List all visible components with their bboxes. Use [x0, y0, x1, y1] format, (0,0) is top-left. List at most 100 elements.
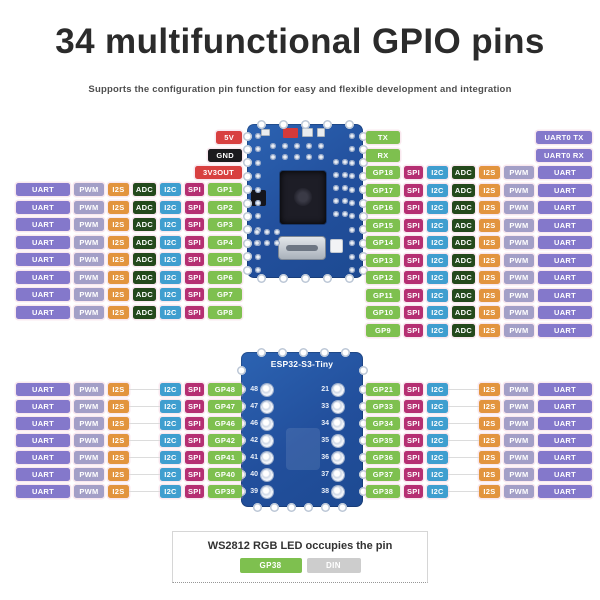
- castellation-pad: [320, 502, 330, 512]
- gpio-pin-chip: GP21: [366, 383, 400, 396]
- through-hole: [294, 143, 300, 149]
- gpio-pin-chip: GP1: [208, 183, 242, 196]
- func-chip-uart: UART: [538, 417, 592, 430]
- through-hole: [255, 159, 261, 166]
- func-chip-pwm: PWM: [74, 200, 104, 214]
- func-chip-pwm: PWM: [504, 451, 534, 464]
- through-hole: [342, 198, 348, 204]
- func-chip-adc: ADC: [133, 305, 156, 319]
- castellation-pad: [358, 453, 368, 462]
- gpio-pin-chip: GP36: [366, 451, 400, 464]
- pad-row: 40: [246, 468, 273, 481]
- func-chip-uart: UART: [538, 218, 592, 232]
- top-right-uart-pins: TX UART0 TX RX UART0 RX: [366, 131, 592, 162]
- func-chip-uart: UART: [16, 417, 70, 430]
- gpio-pin-chip: GP17: [366, 183, 400, 197]
- gpio-pin-chip: GP42: [208, 434, 242, 447]
- pad-row: 42: [246, 434, 273, 447]
- func-chip-i2c: I2C: [427, 218, 448, 232]
- smd-component: [302, 128, 313, 137]
- pad-number: 21: [321, 386, 329, 393]
- pad-number: 48: [250, 386, 258, 393]
- castellation-pad: [256, 273, 266, 283]
- castellation-pad: [344, 119, 354, 129]
- func-chip-i2c: I2C: [160, 485, 181, 498]
- through-hole: [349, 173, 355, 180]
- func-chip-i2c: I2C: [160, 451, 181, 464]
- solder-pad: [332, 434, 344, 447]
- func-chip-i2s: I2S: [108, 468, 129, 481]
- logo-watermark: [286, 428, 320, 470]
- func-chip-uart: UART: [16, 270, 70, 284]
- through-hole: [349, 146, 355, 153]
- gpio-pin-chip: GP13: [366, 253, 400, 267]
- func-chip-i2s: I2S: [479, 434, 500, 447]
- castellation-pad: [242, 158, 252, 168]
- func-chip-spi: SPI: [404, 485, 423, 498]
- pad-number: 37: [321, 471, 329, 478]
- castellation-pad: [358, 225, 368, 235]
- gpio-pin-chip: GP5: [208, 253, 242, 266]
- func-chip-spi: SPI: [404, 400, 423, 413]
- ws2812-note-box: WS2812 RGB LED occupies the pin GP38 DIN: [172, 531, 428, 583]
- through-hole: [282, 154, 288, 160]
- func-chip-i2c: I2C: [160, 305, 181, 319]
- func-chip-pwm: PWM: [504, 468, 534, 481]
- func-chip-i2s: I2S: [479, 236, 500, 249]
- func-chip-adc: ADC: [133, 270, 156, 284]
- through-hole: [349, 133, 355, 139]
- through-hole: [333, 198, 339, 204]
- row-gap-connector: [448, 468, 479, 481]
- castellation-pad: [300, 119, 310, 129]
- through-hole: [349, 200, 355, 206]
- castellation-pad: [322, 273, 332, 283]
- func-chip-i2c: I2C: [160, 400, 181, 413]
- solder-pad: [261, 400, 273, 413]
- func-chip-i2c: I2C: [160, 183, 181, 196]
- func-chip-pwm: PWM: [504, 485, 534, 498]
- row-gap-connector: [448, 400, 479, 413]
- through-hole: [349, 159, 355, 166]
- gpio-pin-chip: GP4: [208, 235, 242, 249]
- func-chip-adc: ADC: [452, 201, 475, 214]
- through-hole: [342, 159, 348, 165]
- gpio-pin-chip: GP34: [366, 417, 400, 430]
- func-chip-spi: SPI: [404, 271, 423, 284]
- row-gap-connector: [448, 485, 479, 498]
- func-chip-pwm: PWM: [504, 253, 534, 267]
- gpio-pin-chip: GP3: [208, 218, 242, 231]
- pad-row: 39: [246, 485, 273, 498]
- func-chip-pwm: PWM: [504, 236, 534, 249]
- through-hole: [318, 154, 324, 160]
- pin-chip-3v3out: 3V3OUT: [195, 166, 242, 179]
- castellation-pad: [358, 211, 368, 221]
- castellation-pad: [242, 211, 252, 221]
- func-chip-uart: UART: [16, 451, 70, 464]
- through-hole: [342, 185, 348, 191]
- gpio-pin-chip: GP11: [366, 288, 400, 302]
- func-chip-i2s: I2S: [108, 434, 129, 447]
- row-gap-connector: [129, 451, 160, 464]
- func-chip-i2c: I2C: [427, 417, 448, 430]
- func-chip-pwm: PWM: [504, 306, 534, 319]
- func-chip-uart: UART: [538, 485, 592, 498]
- castellation-pad: [358, 131, 368, 141]
- func-chip-spi: SPI: [404, 166, 423, 179]
- castellation-pad: [286, 502, 296, 512]
- func-chip-i2c: I2C: [427, 451, 448, 464]
- func-chip-pwm: PWM: [504, 166, 534, 179]
- gpio-pin-chip: GP41: [208, 451, 242, 464]
- func-chip-i2c: I2C: [427, 271, 448, 284]
